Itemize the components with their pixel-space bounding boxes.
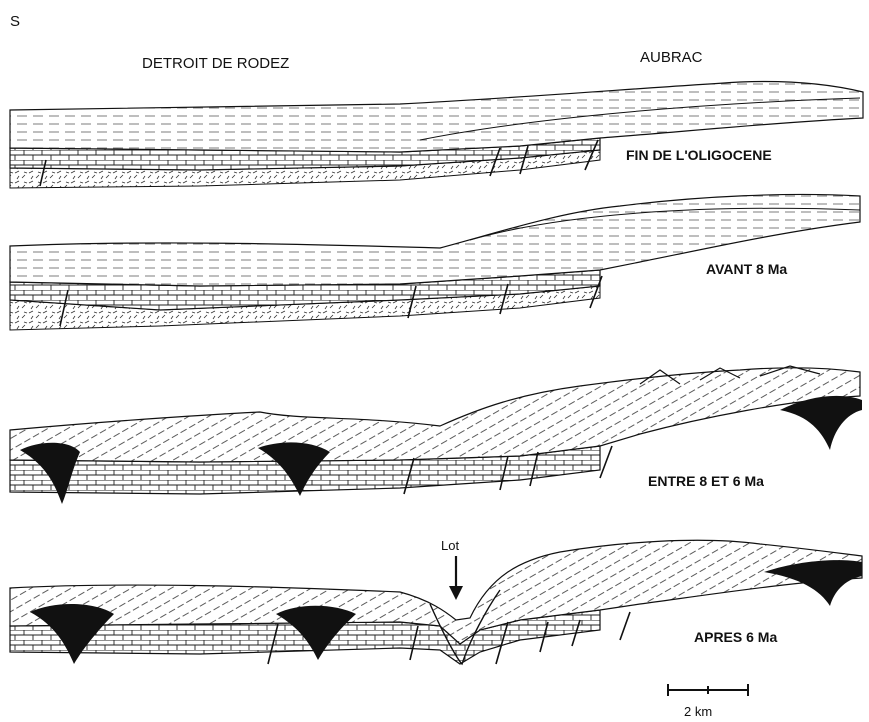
down-arrow-icon: [449, 556, 463, 600]
cover-layer: [10, 368, 860, 462]
cross-section-4: APRES 6 Ma: [10, 540, 862, 664]
stage-label-2: AVANT 8 Ma: [706, 261, 787, 277]
scale-bar: [668, 684, 748, 696]
cross-section-3: ENTRE 8 ET 6 Ma: [10, 366, 862, 504]
stage-label-3: ENTRE 8 ET 6 Ma: [648, 473, 764, 489]
stage-label-4: APRES 6 Ma: [694, 629, 777, 645]
river-label: Lot: [441, 538, 459, 553]
orientation-label: S: [10, 13, 20, 30]
stage-label-1: FIN DE L'OLIGOCENE: [626, 147, 772, 163]
region-right-label: AUBRAC: [640, 49, 703, 66]
cover-layer: [10, 81, 863, 152]
basalt-neck: [780, 396, 862, 450]
region-left-label: DETROIT DE RODEZ: [142, 55, 289, 72]
cross-section-2: AVANT 8 Ma: [10, 194, 860, 330]
cross-section-1: FIN DE L'OLIGOCENE: [10, 81, 863, 188]
scale-label: 2 km: [684, 704, 712, 719]
